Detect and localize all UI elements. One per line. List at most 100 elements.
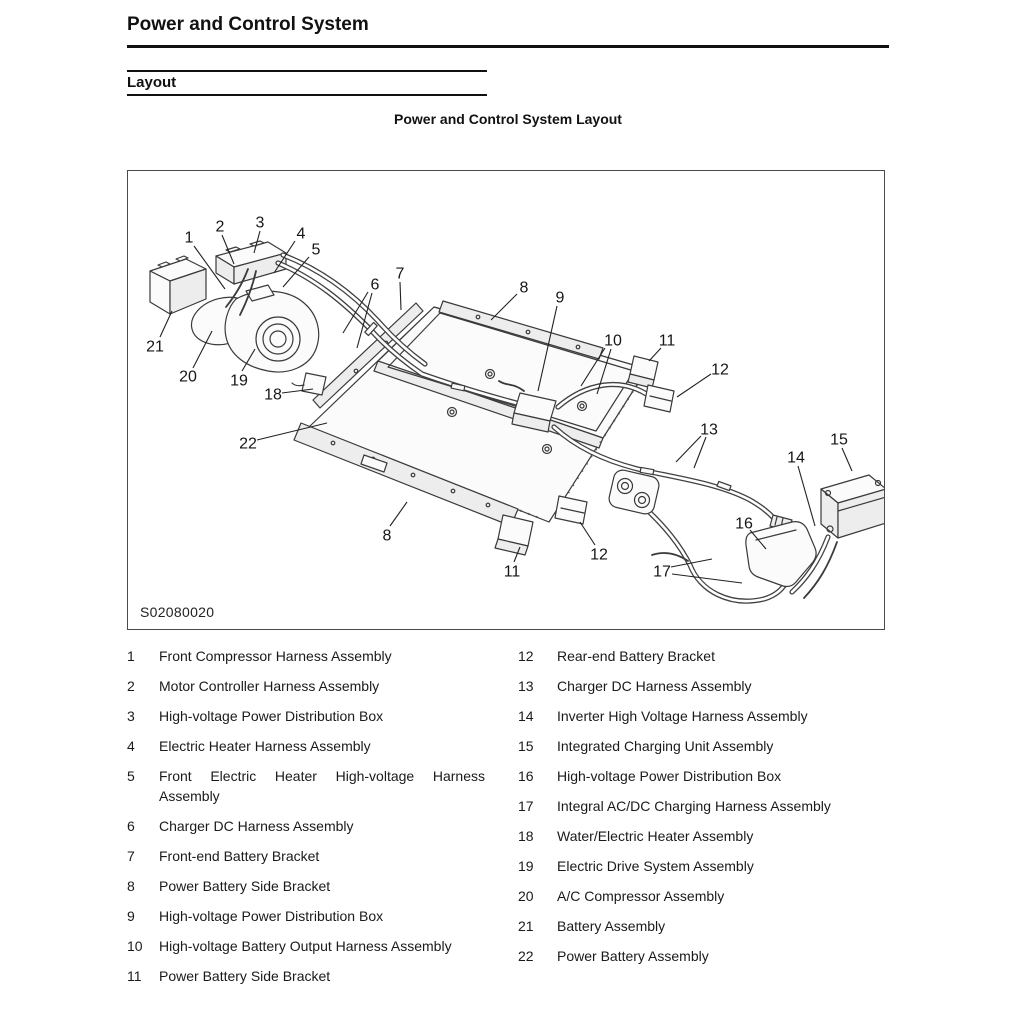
legend-item-number: 1 bbox=[127, 648, 135, 664]
legend-item-label: Power Battery Side Bracket bbox=[159, 878, 331, 894]
callout-label: 9 bbox=[556, 290, 565, 307]
callout-leader-line bbox=[797, 465, 816, 527]
legend-item-number: 14 bbox=[518, 708, 534, 724]
hv-distribution-box bbox=[215, 240, 287, 285]
callout-leader-line bbox=[670, 558, 713, 568]
callout-leader-line bbox=[273, 240, 296, 274]
callout-leader-line bbox=[675, 435, 702, 463]
callout-leader-line bbox=[513, 546, 521, 563]
callout-label: 3 bbox=[256, 215, 265, 232]
legend-item-label: Inverter High Voltage Harness Assembly bbox=[557, 708, 808, 724]
legend-item: 15 Integrated Charging Unit Assembly bbox=[518, 736, 889, 756]
figure-code: S02080020 bbox=[140, 604, 215, 620]
legend-item: 14 Inverter High Voltage Harness Assembly bbox=[518, 706, 889, 726]
callout-label: 1 bbox=[185, 230, 194, 247]
callout-leader-line bbox=[490, 293, 518, 321]
page-title: Power and Control System bbox=[127, 14, 369, 35]
legend-item-label: Integrated Charging Unit Assembly bbox=[557, 738, 774, 754]
legend-item-label: Motor Controller Harness Assembly bbox=[159, 678, 380, 694]
legend-item: 4 Electric Heater Harness Assembly bbox=[127, 736, 489, 756]
harness-cables bbox=[225, 252, 838, 604]
electric-drive-assembly bbox=[190, 284, 320, 373]
legend-item-label: Front Electric Heater High-voltage Harne… bbox=[159, 768, 485, 804]
callout-label: 16 bbox=[735, 516, 753, 533]
legend-item-number: 6 bbox=[127, 818, 135, 834]
callout-leader-line bbox=[537, 305, 558, 392]
legend-item: 10 High-voltage Battery Output Harness As… bbox=[127, 936, 489, 956]
callout-leader-line bbox=[648, 347, 662, 362]
figure-caption: Power and Control System Layout bbox=[394, 111, 622, 127]
legend-item-label: Integral AC/DC Charging Harness Assembly bbox=[557, 798, 831, 814]
callout-label: 6 bbox=[371, 277, 380, 294]
legend-item-label: High-voltage Power Distribution Box bbox=[159, 908, 384, 924]
legend-item-number: 16 bbox=[518, 768, 534, 784]
callout-label: 7 bbox=[396, 266, 405, 283]
callout-label: 13 bbox=[700, 422, 718, 439]
legend-item-number: 4 bbox=[127, 738, 135, 754]
legend-item-number: 10 bbox=[127, 938, 143, 954]
legend-item: 6 Charger DC Harness Assembly bbox=[127, 816, 489, 836]
legend-item-number: 2 bbox=[127, 678, 135, 694]
callout-label: 15 bbox=[830, 432, 848, 449]
legend-item-number: 21 bbox=[518, 918, 534, 934]
legend-item-label: Battery Assembly bbox=[557, 918, 666, 934]
legend-item: 11 Power Battery Side Bracket bbox=[127, 966, 489, 986]
callout-label: 8 bbox=[520, 280, 529, 297]
callout-label: 19 bbox=[230, 373, 248, 390]
legend-item-number: 19 bbox=[518, 858, 534, 874]
section-title: Layout bbox=[127, 74, 177, 91]
callout-leader-line bbox=[671, 573, 743, 584]
legend-item-label: High-voltage Battery Output Harness Asse… bbox=[159, 938, 452, 954]
callout-leader-line bbox=[256, 422, 328, 441]
callout-leader-line bbox=[356, 292, 373, 349]
callout-leader-line bbox=[676, 373, 712, 398]
legend-item-label: Electric Heater Harness Assembly bbox=[159, 738, 371, 754]
legend-item-number: 15 bbox=[518, 738, 534, 754]
legend-item-number: 7 bbox=[127, 848, 135, 864]
callout-label: 14 bbox=[787, 450, 805, 467]
legend-item-number: 12 bbox=[518, 648, 534, 664]
legend-item-number: 17 bbox=[518, 798, 534, 814]
hv-junction-box bbox=[511, 392, 557, 433]
callout-leader-line bbox=[192, 330, 213, 369]
legend-item-number: 5 bbox=[127, 768, 135, 784]
callout-label: 10 bbox=[604, 333, 622, 350]
callout-label: 8 bbox=[383, 528, 392, 545]
callout-label: 4 bbox=[297, 226, 306, 243]
power-battery-assembly bbox=[293, 300, 648, 527]
callout-leader-line bbox=[399, 281, 402, 311]
legend-item-label: Front Compressor Harness Assembly bbox=[159, 648, 392, 664]
legend-item-number: 20 bbox=[518, 888, 534, 904]
legend-item-label: Front-end Battery Bracket bbox=[159, 848, 320, 864]
callout-leader-line bbox=[580, 347, 606, 387]
callout-label: 12 bbox=[590, 547, 608, 564]
charge-connector-assembly bbox=[608, 469, 660, 515]
callout-label: 22 bbox=[239, 436, 257, 453]
battery-assembly bbox=[149, 255, 207, 315]
legend: 1 Front Compressor Harness Assembly 2 Motor… bbox=[127, 646, 889, 996]
legend-item-label: Charger DC Harness Assembly bbox=[159, 818, 354, 834]
legend-item: 21 Battery Assembly bbox=[518, 916, 889, 936]
callout-label: 5 bbox=[312, 242, 321, 259]
legend-item-number: 8 bbox=[127, 878, 135, 894]
legend-item-label: Charger DC Harness Assembly bbox=[557, 678, 752, 694]
title-rule bbox=[127, 45, 889, 48]
legend-item-label: Rear-end Battery Bracket bbox=[557, 648, 715, 664]
legend-item-label: Power Battery Side Bracket bbox=[159, 968, 331, 984]
callout-leader-line bbox=[342, 291, 369, 334]
callout-label: 11 bbox=[659, 333, 676, 350]
legend-item-number: 11 bbox=[127, 968, 142, 984]
callout-leader-line bbox=[749, 529, 767, 550]
callout-leader-line bbox=[253, 230, 261, 254]
callout-leader-line bbox=[693, 436, 707, 469]
